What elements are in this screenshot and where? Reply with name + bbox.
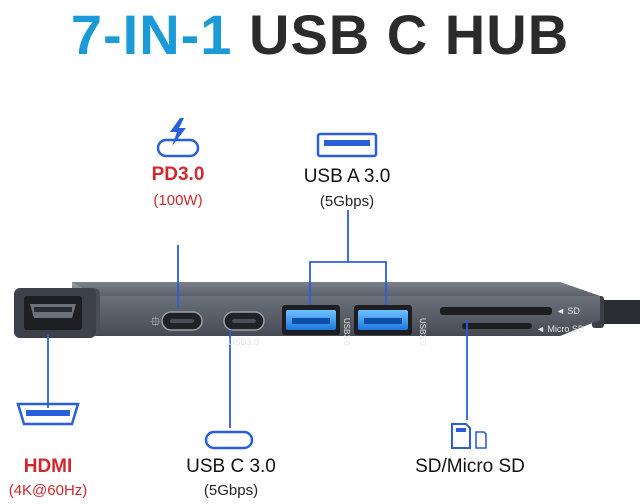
usb-a-icon <box>316 132 378 158</box>
pd-usb-c-port: ⯐ <box>150 311 203 331</box>
hdmi-port <box>14 288 96 338</box>
sd-slot <box>440 307 552 315</box>
usbc-label: USB C 3.0 <box>186 456 276 477</box>
hdmi-icon <box>16 402 80 426</box>
pd-sub-label: (100W) <box>153 192 203 209</box>
sd-card-icon <box>451 423 487 449</box>
pd-charging-icon <box>156 118 200 158</box>
sd-slot-print: ◄ SD <box>556 306 580 316</box>
usba-sub-label: (5Gbps) <box>319 193 375 210</box>
title-main: USB C HUB <box>249 3 570 66</box>
title-accent: 7-IN-1 <box>70 3 233 66</box>
usb-a-port-2 <box>354 305 412 335</box>
connector-lines <box>47 210 468 428</box>
usbc-sub-label: (5Gbps) <box>203 482 259 499</box>
usb-a-port-1 <box>282 305 340 335</box>
usba-label: USB A 3.0 <box>303 166 391 187</box>
pd-label: PD3.0 <box>151 164 205 185</box>
microsd-slot <box>462 323 532 329</box>
page-title: 7-IN-1 USB C HUB <box>0 0 640 70</box>
usbc-port-print: USB3.0 <box>228 337 259 347</box>
hdmi-label: HDMI <box>23 456 73 477</box>
sd-label: SD/Micro SD <box>415 456 525 477</box>
usb-c-icon <box>204 430 254 450</box>
usba-port-print-1: USB3.0 <box>342 318 351 346</box>
usba-port-print-2: USB3.0 <box>418 318 427 346</box>
usb-c-data-port <box>223 311 265 331</box>
microsd-slot-print: ◄ Micro SD <box>536 324 585 334</box>
svg-text:⯐: ⯐ <box>150 313 161 329</box>
hdmi-sub-label: (4K@60Hz) <box>8 482 88 499</box>
